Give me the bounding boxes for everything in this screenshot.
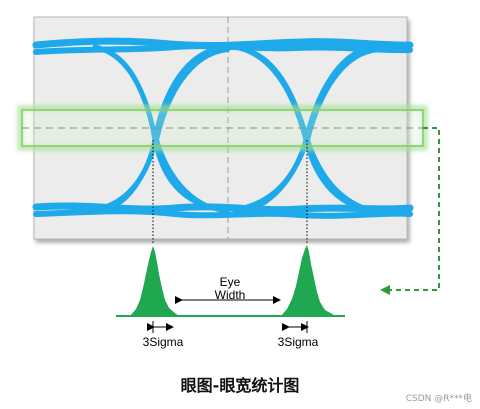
histogram-right: [281, 245, 338, 316]
sigma-label-left: 3Sigma: [143, 335, 184, 349]
histogram-left: [130, 246, 180, 316]
eye-width-label-line2: Width: [215, 288, 246, 302]
feedback-arrow-head: [380, 285, 390, 295]
eye-traces: [32, 37, 414, 219]
figure-caption: 眼图-眼宽统计图: [180, 376, 300, 395]
jitter-histogram: [116, 245, 345, 317]
eye-width-label-line1: Eye: [220, 275, 241, 289]
watermark: CSDN @R***电: [405, 394, 472, 404]
sigma-label-right: 3Sigma: [278, 335, 319, 349]
